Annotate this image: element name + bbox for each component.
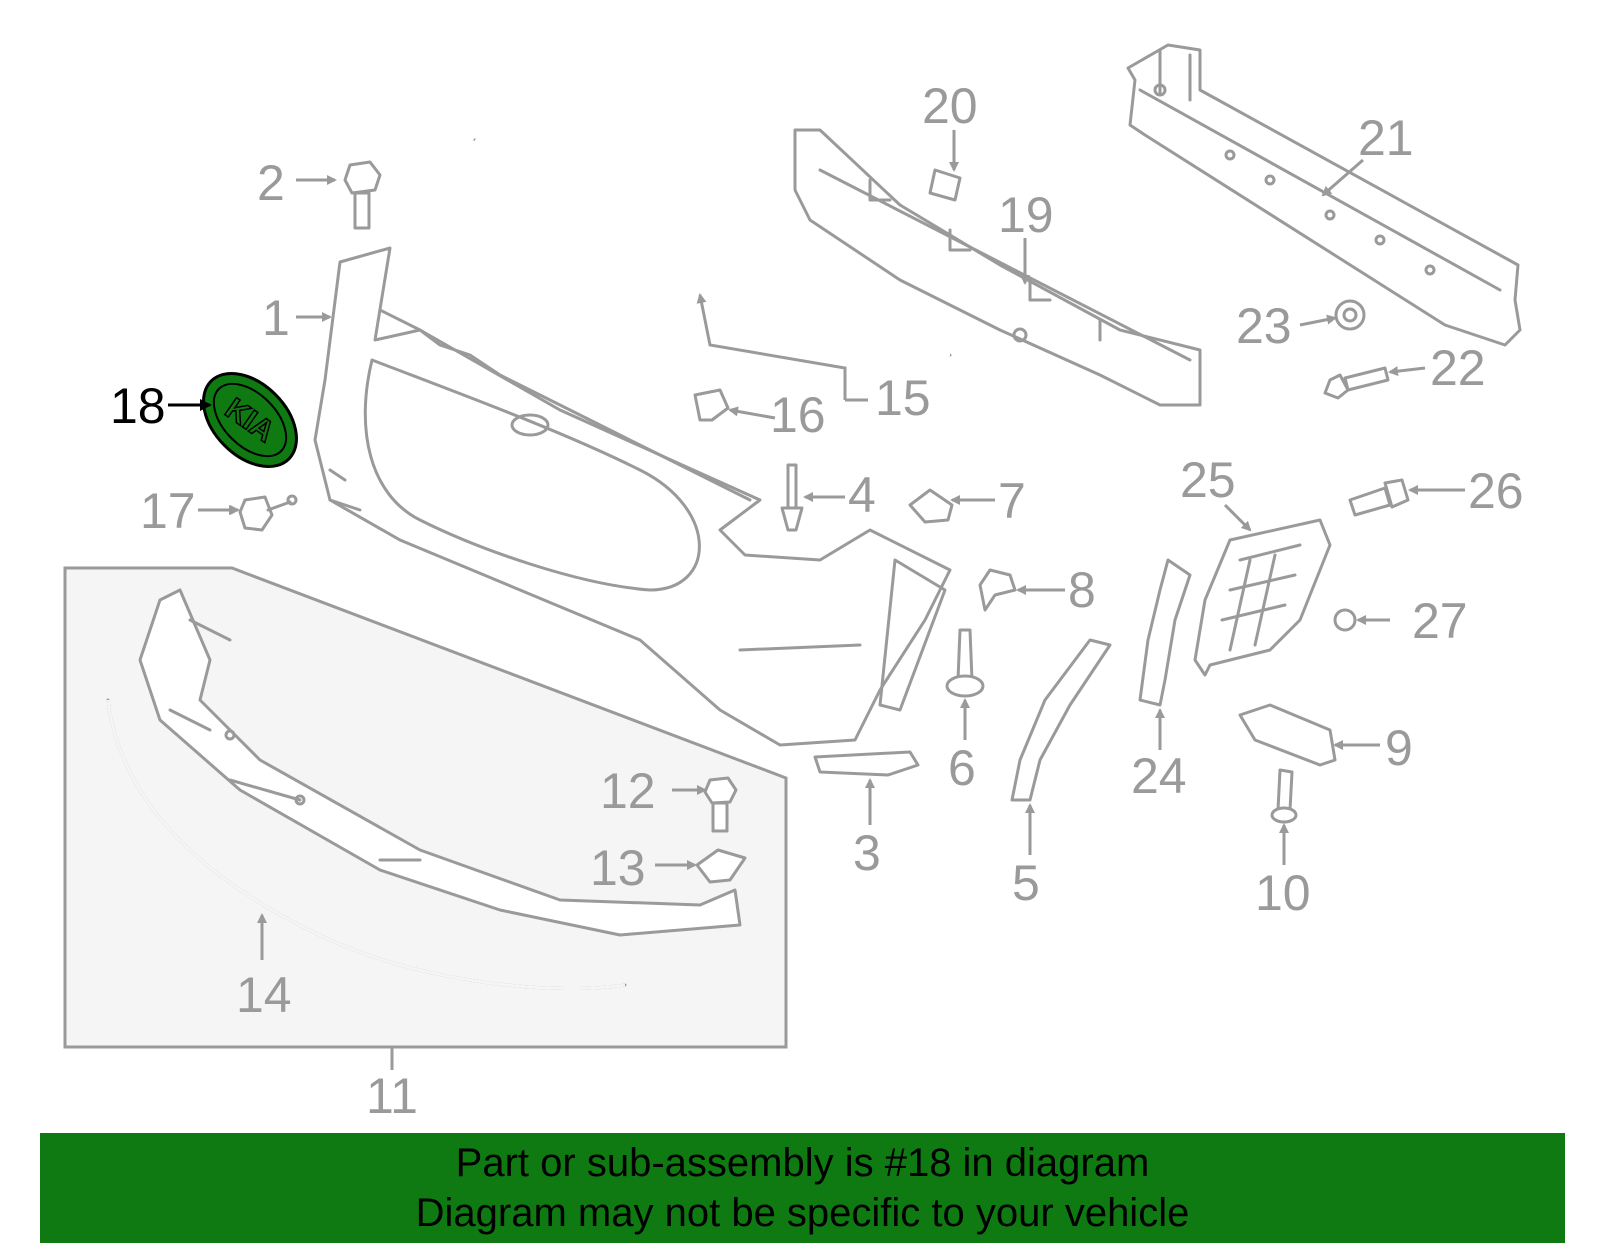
callout-20: 20 (922, 78, 978, 134)
part-23-nut (1334, 299, 1366, 331)
callout-3: 3 (853, 825, 881, 881)
part-8-bracket (978, 568, 1017, 612)
callout-27: 27 (1412, 593, 1468, 649)
callout-23: 23 (1236, 298, 1292, 354)
part-11-lower-assembly (138, 588, 742, 937)
part-19-energy-absorber (793, 128, 1202, 407)
part-20-label (928, 168, 962, 202)
callout-24: 24 (1131, 748, 1187, 804)
part-6-screw (945, 628, 985, 698)
callout-18: 18 (110, 378, 166, 434)
callout-6: 6 (948, 740, 976, 796)
part-10-screw (1270, 768, 1298, 824)
part-17-plug (238, 494, 298, 532)
callout-12: 12 (600, 763, 656, 819)
part-5-side-bracket (1010, 638, 1112, 802)
part-24-bracket (1138, 558, 1192, 707)
part-25-grille-insert (1193, 518, 1332, 677)
part-13-clip-nut (695, 848, 747, 884)
part-9-bracket (1238, 703, 1337, 767)
part-15-upper-strip (473, 138, 952, 357)
part-1-bumper-cover (313, 246, 952, 747)
callout-22: 22 (1430, 340, 1486, 396)
callout-15: 15 (875, 370, 931, 426)
part-16-clip (693, 388, 730, 422)
callout-26: 26 (1468, 463, 1524, 519)
part-12-bolt (703, 776, 738, 833)
callout-21: 21 (1358, 110, 1414, 166)
part-18-kia-emblem: KIA (202, 372, 298, 468)
callout-16: 16 (770, 387, 826, 443)
part-14-lower-strip (106, 698, 627, 991)
part-7-retainer (908, 488, 954, 524)
part-27-nut (1333, 608, 1357, 632)
callout-25: 25 (1180, 452, 1236, 508)
part-2-bolt (343, 160, 382, 230)
callout-1: 1 (262, 290, 290, 346)
info-banner: Part or sub-assembly is #18 in diagram D… (40, 1133, 1565, 1243)
callout-14: 14 (236, 967, 292, 1023)
callout-19: 19 (998, 187, 1054, 243)
callout-4: 4 (848, 467, 876, 523)
part-4-pin (780, 463, 804, 532)
callout-17: 17 (140, 483, 196, 539)
callout-7: 7 (998, 473, 1026, 529)
callout-8: 8 (1068, 562, 1096, 618)
callout-9: 9 (1385, 720, 1413, 776)
callout-5: 5 (1012, 855, 1040, 911)
banner-line-1: Part or sub-assembly is #18 in diagram (455, 1141, 1150, 1185)
callout-11: 11 (366, 1068, 418, 1124)
part-3-side-marker (813, 750, 920, 777)
banner-line-2: Diagram may not be specific to your vehi… (415, 1191, 1190, 1235)
callout-2: 2 (257, 155, 285, 211)
callout-10: 10 (1255, 865, 1311, 921)
part-22-bolt (1323, 366, 1390, 400)
callout-13: 13 (590, 840, 646, 896)
part-26-bolt (1348, 478, 1410, 517)
